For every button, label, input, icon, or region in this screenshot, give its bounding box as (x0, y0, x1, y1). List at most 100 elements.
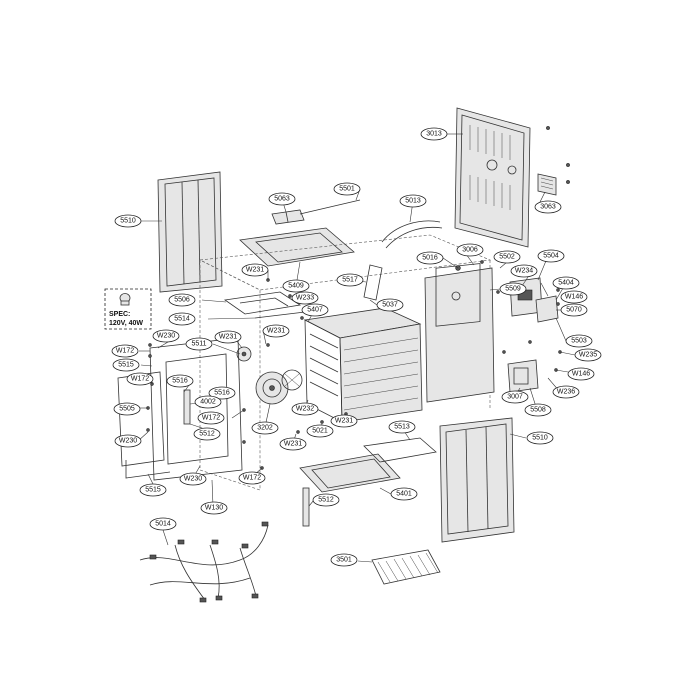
lower-front-bracket (302, 487, 310, 527)
wire-5013-b (385, 226, 443, 249)
callout-w231-e: W231 (330, 414, 358, 428)
callout-5508: 5508 (524, 403, 552, 417)
svg-text:W234: W234 (515, 268, 533, 275)
svg-text:5502: 5502 (499, 254, 515, 261)
callout-w172-a: W172 (111, 344, 139, 358)
wire-harness (139, 521, 269, 603)
callout-5514: 5514 (168, 312, 196, 326)
svg-text:W230: W230 (184, 476, 202, 483)
svg-text:5516: 5516 (172, 378, 188, 385)
spec-label: SPEC: (109, 311, 130, 318)
left-side-panel (157, 171, 223, 293)
svg-text:5517: 5517 (342, 277, 358, 284)
callout-5512-a: 5512 (193, 427, 221, 441)
callout-w231-c: W231 (214, 330, 242, 344)
terminal-block (535, 295, 559, 323)
callout-5037: 5037 (376, 298, 404, 312)
callout-5409: 5409 (282, 279, 310, 293)
callout-w233: W233 (291, 291, 319, 305)
callout-5016: 5016 (416, 251, 444, 265)
svg-text:5404: 5404 (558, 280, 574, 287)
svg-text:5501: 5501 (339, 186, 355, 193)
screws-top-right (546, 126, 570, 184)
svg-text:3013: 3013 (426, 131, 442, 138)
callout-5503: 5503 (565, 334, 593, 348)
lift-bracket (363, 264, 383, 301)
callout-5510-left: 5510 (114, 214, 142, 228)
callout-5070: 5070 (560, 303, 588, 317)
callout-3501: 3501 (330, 553, 358, 567)
callout-5063: 5063 (268, 192, 296, 206)
oven-rack (371, 549, 441, 585)
callout-5502: 5502 (493, 250, 521, 264)
svg-text:5016: 5016 (422, 255, 438, 262)
svg-text:5511: 5511 (191, 341, 206, 348)
callout-5506: 5506 (168, 293, 196, 307)
top-cover (239, 227, 355, 267)
svg-text:W231: W231 (246, 267, 264, 274)
callout-w230-b: W230 (114, 434, 142, 448)
svg-text:5513: 5513 (394, 424, 410, 431)
callout-w231-d: W231 (279, 437, 307, 451)
svg-text:W231: W231 (267, 328, 285, 335)
svg-text:5401: 5401 (396, 491, 412, 498)
callout-5516-a: 5516 (166, 374, 194, 388)
callout-5512-b: 5512 (312, 493, 340, 507)
svg-text:W130: W130 (205, 505, 223, 512)
svg-text:W172: W172 (131, 376, 149, 383)
callout-5501: 5501 (333, 182, 361, 196)
svg-text:W230: W230 (157, 333, 175, 340)
callout-w146-bottom: W146 (567, 367, 595, 381)
spec-box: SPEC: 120V, 40W (104, 288, 152, 330)
svg-text:W172: W172 (243, 475, 261, 482)
callout-w231-b: W231 (262, 324, 290, 338)
callout-5513: 5513 (388, 420, 416, 434)
svg-text:W231: W231 (335, 418, 353, 425)
svg-text:3006: 3006 (462, 247, 478, 254)
callout-w130: W130 (200, 501, 228, 515)
callout-w172-c: W172 (197, 411, 225, 425)
callout-5407: 5407 (301, 303, 329, 317)
svg-text:4002: 4002 (200, 399, 216, 406)
svg-text:5509: 5509 (505, 286, 521, 293)
lower-control-bracket (507, 359, 539, 393)
callout-w230-c: W230 (179, 472, 207, 486)
callout-5515-a: 5515 (112, 358, 140, 372)
callout-5014: 5014 (149, 517, 177, 531)
callout-5516-b: 5516 (208, 386, 236, 400)
svg-text:5407: 5407 (307, 307, 323, 314)
callout-3202: 3202 (251, 421, 279, 435)
svg-text:5013: 5013 (405, 198, 421, 205)
svg-text:W231: W231 (219, 334, 237, 341)
svg-text:W233: W233 (296, 295, 314, 302)
fan-motor-bracket (236, 346, 252, 362)
callout-w172-d: W172 (238, 471, 266, 485)
svg-text:5021: 5021 (312, 428, 328, 435)
callout-5013: 5013 (399, 194, 427, 208)
rear-bracket (537, 173, 557, 196)
door-gasket (117, 371, 171, 479)
svg-text:5506: 5506 (174, 297, 190, 304)
callout-w231-a: W231 (241, 263, 269, 277)
callout-5510-right: 5510 (526, 431, 554, 445)
callout-5505: 5505 (113, 402, 141, 416)
back-panel (454, 107, 531, 248)
svg-text:W232: W232 (296, 406, 314, 413)
svg-text:5070: 5070 (566, 307, 582, 314)
svg-text:5512: 5512 (318, 497, 334, 504)
svg-text:3007: 3007 (507, 394, 523, 401)
callout-3006: 3006 (456, 243, 484, 257)
svg-text:3063: 3063 (540, 204, 556, 211)
callout-5404: 5404 (552, 276, 580, 290)
svg-text:W231: W231 (284, 441, 302, 448)
svg-text:5508: 5508 (530, 407, 546, 414)
door-hinge (183, 389, 191, 425)
top-bracket (271, 209, 305, 225)
svg-text:5515: 5515 (145, 487, 161, 494)
element-bracket (254, 311, 306, 319)
top-rod (299, 199, 361, 215)
callout-3013: 3013 (420, 127, 448, 141)
callout-5021: 5021 (306, 424, 334, 438)
convection-fan (255, 369, 303, 405)
